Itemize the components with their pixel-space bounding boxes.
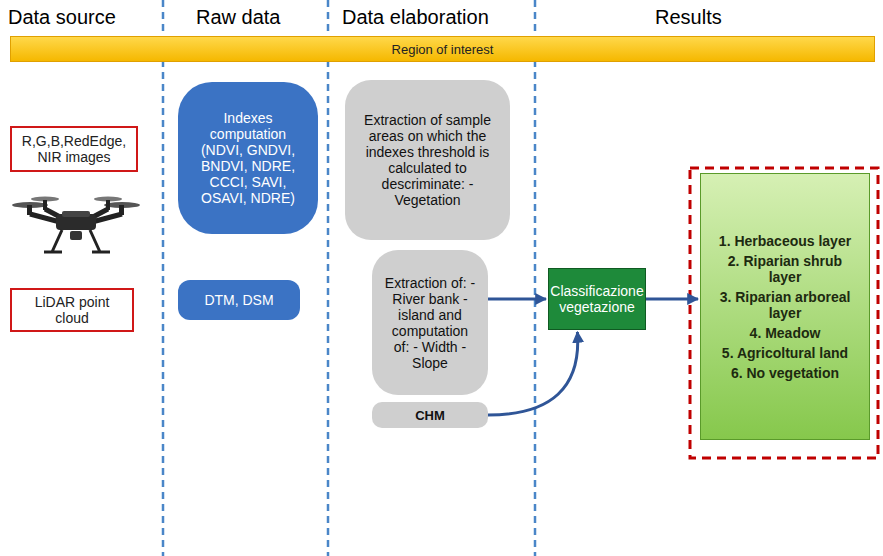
node-text: Indexes computation (NDVI, GNDVI, BNDVI,… — [188, 110, 308, 206]
drone-illustration — [12, 197, 140, 253]
column-header: Data elaboration — [342, 6, 489, 29]
node-text: 6. No vegetation — [731, 365, 839, 381]
classification-box: Classificazione vegetazione — [548, 268, 646, 330]
elaboration-box: CHM — [372, 402, 488, 428]
flow-arrow — [488, 332, 578, 415]
node-text: LiDAR point cloud — [18, 294, 126, 326]
results-box: 1. Herbaceous layer 2. Riparian shrub lay… — [700, 173, 870, 440]
node-text: Region of interest — [392, 42, 494, 57]
column-divider — [327, 0, 330, 556]
results-frame — [690, 168, 878, 458]
node-text: Extraction of: - River bank - island and… — [384, 275, 476, 371]
column-header: Data source — [8, 6, 116, 29]
node-text: 1. Herbaceous layer — [719, 233, 851, 249]
raw-data-box: DTM, DSM — [178, 280, 300, 320]
flow-arrow — [488, 298, 546, 301]
column-header: Raw data — [196, 6, 281, 29]
data-source-box: LiDAR point cloud — [10, 288, 134, 332]
node-text: Classificazione vegetazione — [550, 283, 643, 315]
node-text: CHM — [415, 408, 445, 423]
node-text: 2. Riparian shrub layer — [711, 253, 859, 285]
column-divider — [534, 0, 537, 556]
raw-data-box: Indexes computation (NDVI, GNDVI, BNDVI,… — [178, 82, 318, 234]
column-header: Results — [655, 6, 722, 29]
column-divider — [162, 0, 165, 556]
node-text: 5. Agricoltural land — [722, 345, 848, 361]
elaboration-box: Extraction of sample areas on which the … — [345, 80, 510, 240]
node-text: 3. Riparian arboreal layer — [711, 289, 859, 321]
node-text: R,G,B,RedEdge, NIR images — [18, 133, 130, 165]
node-text: Extraction of sample areas on which the … — [357, 112, 498, 208]
region-band: Region of interest — [10, 36, 875, 62]
node-text: DTM, DSM — [204, 292, 273, 308]
flow-arrow — [646, 298, 698, 301]
data-source-box: R,G,B,RedEdge, NIR images — [10, 126, 138, 172]
node-text: 4. Meadow — [750, 325, 821, 341]
elaboration-box: Extraction of: - River bank - island and… — [372, 250, 488, 395]
